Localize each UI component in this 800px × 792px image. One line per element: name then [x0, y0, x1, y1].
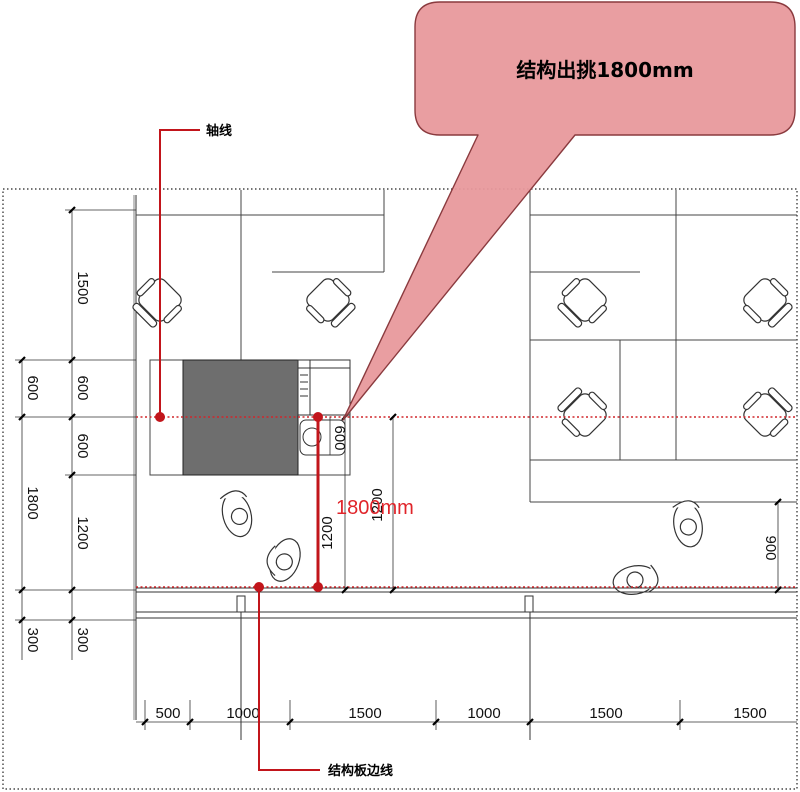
office-partitions [136, 190, 797, 503]
dim-mid-1200a: 1200 [319, 516, 336, 549]
overhang-dimension-label: 1800mm [336, 497, 414, 519]
callout-text: 结构出挑1800mm [516, 58, 693, 82]
axis-line-leader [159, 129, 200, 417]
dim-bottom-1000b: 1000 [467, 705, 500, 722]
dim-left-inner-300: 300 [74, 627, 91, 652]
left-dimension-ticks [18, 206, 76, 624]
plan-boundary [2, 188, 798, 790]
dim-bottom-500: 500 [155, 705, 180, 722]
dim-short-600: 600 [331, 425, 348, 450]
office-chairs [132, 278, 793, 437]
dim-left-outer-1800: 1800 [24, 486, 41, 519]
slab-edge-leader [258, 587, 320, 771]
dim-bottom-1500b: 1500 [589, 705, 622, 722]
axis-line-label: 轴线 [206, 123, 232, 139]
callout-bubble [342, 1, 796, 421]
bottom-dimension-ticks [141, 718, 684, 726]
dim-bottom-1000a: 1000 [226, 705, 259, 722]
dim-left-inner-600b: 600 [74, 433, 91, 458]
dim-left-outer-600: 600 [24, 375, 41, 400]
sanitary-fixtures [297, 359, 351, 456]
dim-mid-1200b: 1200 [369, 488, 386, 521]
bottom-dimension-lines [136, 700, 797, 730]
middle-dimension-lines [329, 417, 779, 590]
dim-bottom-1500a: 1500 [348, 705, 381, 722]
slab-edge-label: 结构板边线 [328, 763, 393, 779]
dim-left-inner-600a: 600 [74, 375, 91, 400]
facade-band [136, 587, 797, 740]
left-dimension-lines [15, 209, 136, 660]
dim-short-900: 900 [762, 535, 779, 560]
dim-left-outer-300: 300 [24, 627, 41, 652]
people-figures [219, 490, 703, 595]
red-markers [155, 412, 323, 592]
dim-left-inner-1200: 1200 [74, 516, 91, 549]
dim-bottom-1500c: 1500 [733, 705, 766, 722]
dim-left-inner-1500: 1500 [74, 271, 91, 304]
